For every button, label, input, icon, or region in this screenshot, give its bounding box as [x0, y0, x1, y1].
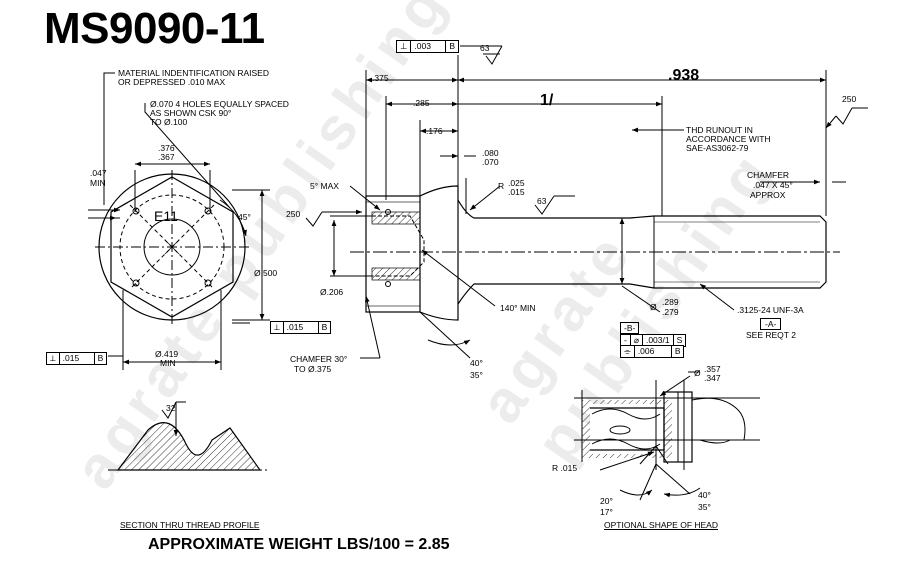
dim-938: .938: [668, 67, 700, 84]
fcf-modifier: S: [676, 335, 683, 345]
holes-note-line1: Ø.070 4 HOLES EQUALLY SPACED: [150, 99, 289, 109]
draft-angle: 5° MAX: [310, 181, 339, 191]
angle-140-min: 140° MIN: [500, 303, 536, 313]
head-angle-20: 20°: [600, 496, 613, 506]
head-radius: R .015: [552, 463, 578, 473]
flat-dim-hi: .376: [158, 143, 175, 153]
fcf-perpendicularity-left: ⟂ .015 B: [46, 352, 108, 365]
approximate-weight: APPROXIMATE WEIGHT LBS/100 = 2.85: [148, 536, 450, 553]
fcf-datum: B: [97, 353, 104, 363]
datum-a-label: -A-: [765, 319, 777, 329]
shank-dia-prefix: Ø: [650, 302, 657, 312]
thd-runout-line3: SAE-AS3062-79: [686, 143, 749, 153]
head-diameter: Ø.500: [254, 268, 278, 278]
dim-375: .375: [372, 73, 389, 83]
chamfer-30-line1: CHAMFER 30°: [290, 354, 348, 364]
surface-finish-left: 250: [286, 209, 301, 219]
min-diameter-value: Ø.419: [155, 349, 179, 359]
head-dia-lo: .347: [704, 373, 721, 383]
end-view-drawing: [88, 72, 270, 370]
material-note-line1: MATERIAL INDENTIFICATION RAISED: [118, 68, 269, 78]
thd-runout-line1: THD RUNOUT IN: [686, 125, 753, 135]
fcf-datum: B: [674, 346, 681, 356]
socket-diameter: Ø.206: [320, 287, 344, 297]
fcf-symbol: ⌀: [631, 335, 643, 346]
edge-dim-value: .047: [90, 168, 107, 178]
chamfer-line2: .047 X 45°: [753, 180, 793, 190]
thread-spec: .3125-24 UNF-3A: [737, 305, 804, 315]
fcf-perpendicularity-right: ⟂ .015 B: [270, 321, 332, 334]
head-dia-prefix: Ø: [694, 368, 701, 378]
optional-head-drawing: [574, 371, 760, 501]
see-requirement: SEE REQT 2: [746, 330, 796, 340]
material-note-line2: OR DEPRESSED .010 MAX: [118, 77, 226, 87]
holes-note-line3: TO Ø.100: [150, 117, 188, 127]
chamfer-line1: CHAMFER: [747, 170, 790, 180]
head-angle-40: 40°: [698, 490, 711, 500]
datum-a: -A-: [760, 318, 782, 330]
surface-finish-shank: 63: [537, 196, 547, 206]
datum-b: -B-: [620, 322, 640, 334]
radius-prefix: R: [498, 181, 505, 191]
dim-080: .080: [482, 148, 499, 158]
surface-finish-right: 250: [842, 94, 857, 104]
holes-note-line2: AS SHOWN CSK 90°: [150, 108, 232, 118]
surface-finish-top: 63: [480, 43, 490, 53]
thread-section-drawing: [108, 401, 270, 471]
fcf-symbol: ⌯: [621, 346, 635, 357]
fcf-tolerance: .006: [635, 346, 672, 357]
side-view-drawing: [305, 45, 868, 359]
angle-35-side: 35°: [470, 370, 483, 380]
thd-runout-line2: ACCORDANCE WITH: [686, 134, 771, 144]
radius-lo: .015: [508, 187, 525, 197]
thread-finish: 32: [166, 403, 176, 413]
handwritten-note: 1/: [540, 92, 554, 109]
chamfer-line3: APPROX: [750, 190, 786, 200]
fcf-symbol: ⟂: [47, 353, 60, 364]
head-angle-17: 17°: [600, 507, 613, 517]
dim-285: .285: [413, 98, 430, 108]
radius-hi: .025: [508, 178, 525, 188]
fcf-datum: B: [449, 41, 456, 51]
part-number-title: MS9090-11: [44, 4, 265, 53]
fcf-tolerance: .003: [411, 41, 447, 52]
head-dia-hi: .357: [704, 364, 721, 374]
fcf-symbol: ⊥: [397, 41, 412, 52]
angle-45: 45°: [238, 212, 251, 222]
fcf-lead: -: [621, 335, 631, 346]
edge-dim-min: MIN: [90, 178, 106, 188]
fcf-position-2: ⌯ .006 B: [620, 345, 685, 358]
fcf-tolerance: .015: [60, 353, 95, 364]
dim-176: .176: [426, 126, 443, 136]
head-angle-35: 35°: [698, 502, 711, 512]
material-marking: E11: [154, 208, 178, 224]
optional-head-caption: OPTIONAL SHAPE OF HEAD: [604, 520, 718, 530]
shank-dia-hi: .289: [662, 297, 679, 307]
fcf-tolerance: .015: [284, 322, 319, 333]
min-diameter-label: MIN: [160, 358, 176, 368]
fcf-top: ⊥ .003 B: [396, 40, 460, 53]
fcf-tolerance: .003/1: [643, 335, 674, 346]
fcf-symbol: ⟂: [271, 322, 284, 333]
shank-dia-lo: .279: [662, 307, 679, 317]
thread-section-caption: SECTION THRU THREAD PROFILE: [120, 520, 260, 530]
fcf-datum: B: [321, 322, 328, 332]
flat-dim-lo: .367: [158, 152, 175, 162]
angle-40-side: 40°: [470, 358, 483, 368]
dim-070: .070: [482, 157, 499, 167]
datum-b-label: -B-: [624, 323, 636, 333]
chamfer-30-line2: TO Ø.375: [294, 364, 332, 374]
